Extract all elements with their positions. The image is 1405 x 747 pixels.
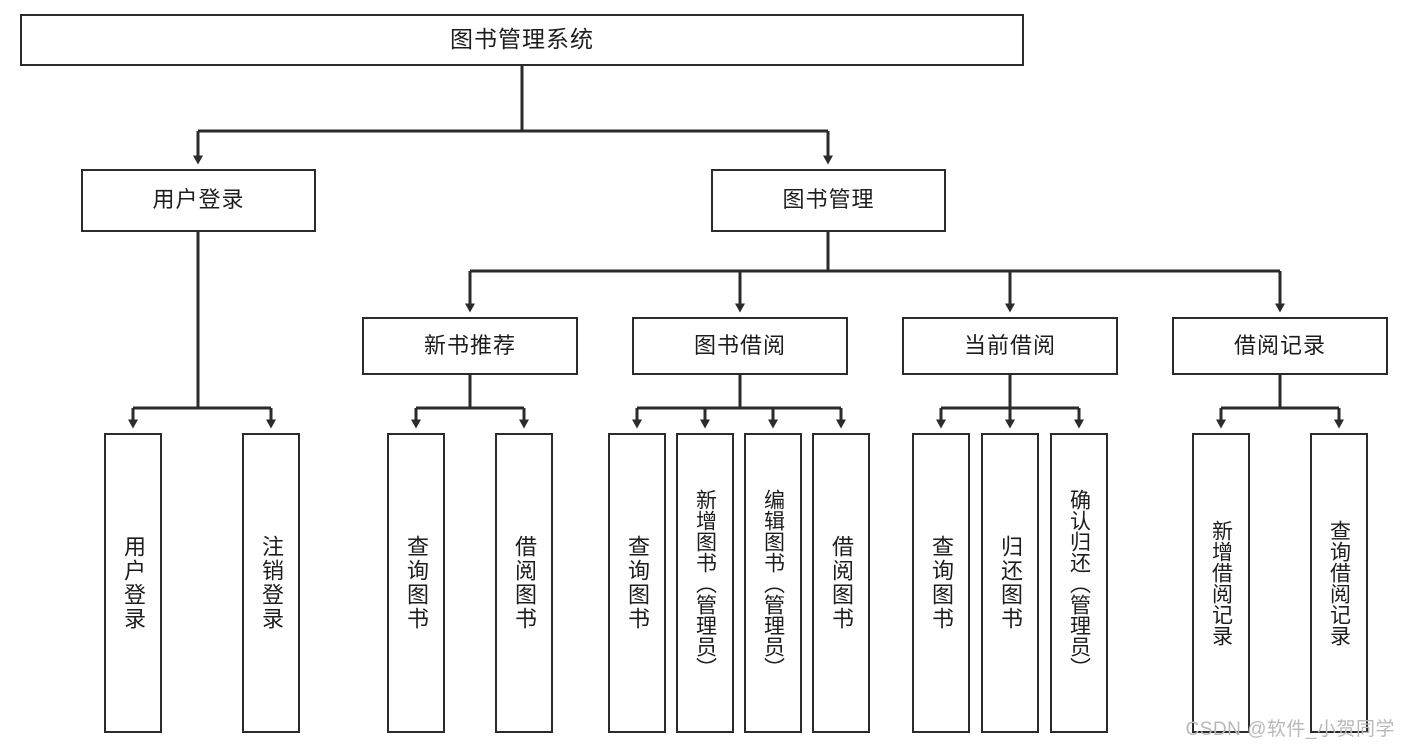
node-label: 查询图书 bbox=[403, 535, 429, 631]
node-label: 当前借阅 bbox=[963, 332, 1056, 358]
node-label: 新书推荐 bbox=[423, 332, 516, 358]
node-label: 查询图书 bbox=[928, 535, 954, 631]
leaf-borrow-borrow-book[interactable]: 借阅图书 bbox=[812, 433, 870, 733]
node-book-borrow[interactable]: 图书借阅 bbox=[632, 317, 848, 375]
leaf-borrow-edit-book-admin[interactable]: 编辑图书（管理员） bbox=[744, 433, 802, 733]
node-label: 编辑图书（管理员） bbox=[761, 488, 785, 678]
leaf-current-return-book[interactable]: 归还图书 bbox=[981, 433, 1039, 733]
leaf-new-book-borrow[interactable]: 借阅图书 bbox=[495, 433, 553, 733]
leaf-borrow-query-book[interactable]: 查询图书 bbox=[608, 433, 666, 733]
node-user-login[interactable]: 用户登录 bbox=[81, 169, 316, 232]
leaf-user-login-logout[interactable]: 注销登录 bbox=[242, 433, 300, 733]
node-label: 图书管理系统 bbox=[450, 26, 594, 53]
node-label: 确认归还（管理员） bbox=[1067, 488, 1091, 678]
leaf-current-confirm-return-admin[interactable]: 确认归还（管理员） bbox=[1050, 433, 1108, 733]
node-label: 图书管理 bbox=[782, 187, 875, 213]
node-root-system[interactable]: 图书管理系统 bbox=[20, 14, 1024, 66]
node-label: 借阅图书 bbox=[828, 535, 854, 631]
node-label: 新增借阅记录 bbox=[1209, 520, 1233, 646]
leaf-new-book-query[interactable]: 查询图书 bbox=[387, 433, 445, 733]
node-label: 注销登录 bbox=[258, 535, 284, 631]
leaf-record-query[interactable]: 查询借阅记录 bbox=[1310, 433, 1368, 733]
node-book-management[interactable]: 图书管理 bbox=[711, 169, 946, 232]
node-label: 查询图书 bbox=[624, 535, 650, 631]
node-new-book-recommend[interactable]: 新书推荐 bbox=[362, 317, 578, 375]
leaf-record-add[interactable]: 新增借阅记录 bbox=[1192, 433, 1250, 733]
node-borrow-record[interactable]: 借阅记录 bbox=[1172, 317, 1388, 375]
node-label: 用户登录 bbox=[152, 187, 245, 213]
leaf-borrow-add-book-admin[interactable]: 新增图书（管理员） bbox=[676, 433, 734, 733]
node-label: 图书借阅 bbox=[693, 332, 786, 358]
leaf-current-query-book[interactable]: 查询图书 bbox=[912, 433, 970, 733]
node-label: 借阅记录 bbox=[1233, 332, 1326, 358]
node-label: 查询借阅记录 bbox=[1327, 520, 1351, 646]
node-label: 用户登录 bbox=[120, 535, 146, 631]
node-label: 新增图书（管理员） bbox=[693, 488, 717, 678]
leaf-user-login-login[interactable]: 用户登录 bbox=[104, 433, 162, 733]
node-label: 借阅图书 bbox=[511, 535, 537, 631]
node-label: 归还图书 bbox=[997, 535, 1023, 631]
node-current-borrow[interactable]: 当前借阅 bbox=[902, 317, 1118, 375]
